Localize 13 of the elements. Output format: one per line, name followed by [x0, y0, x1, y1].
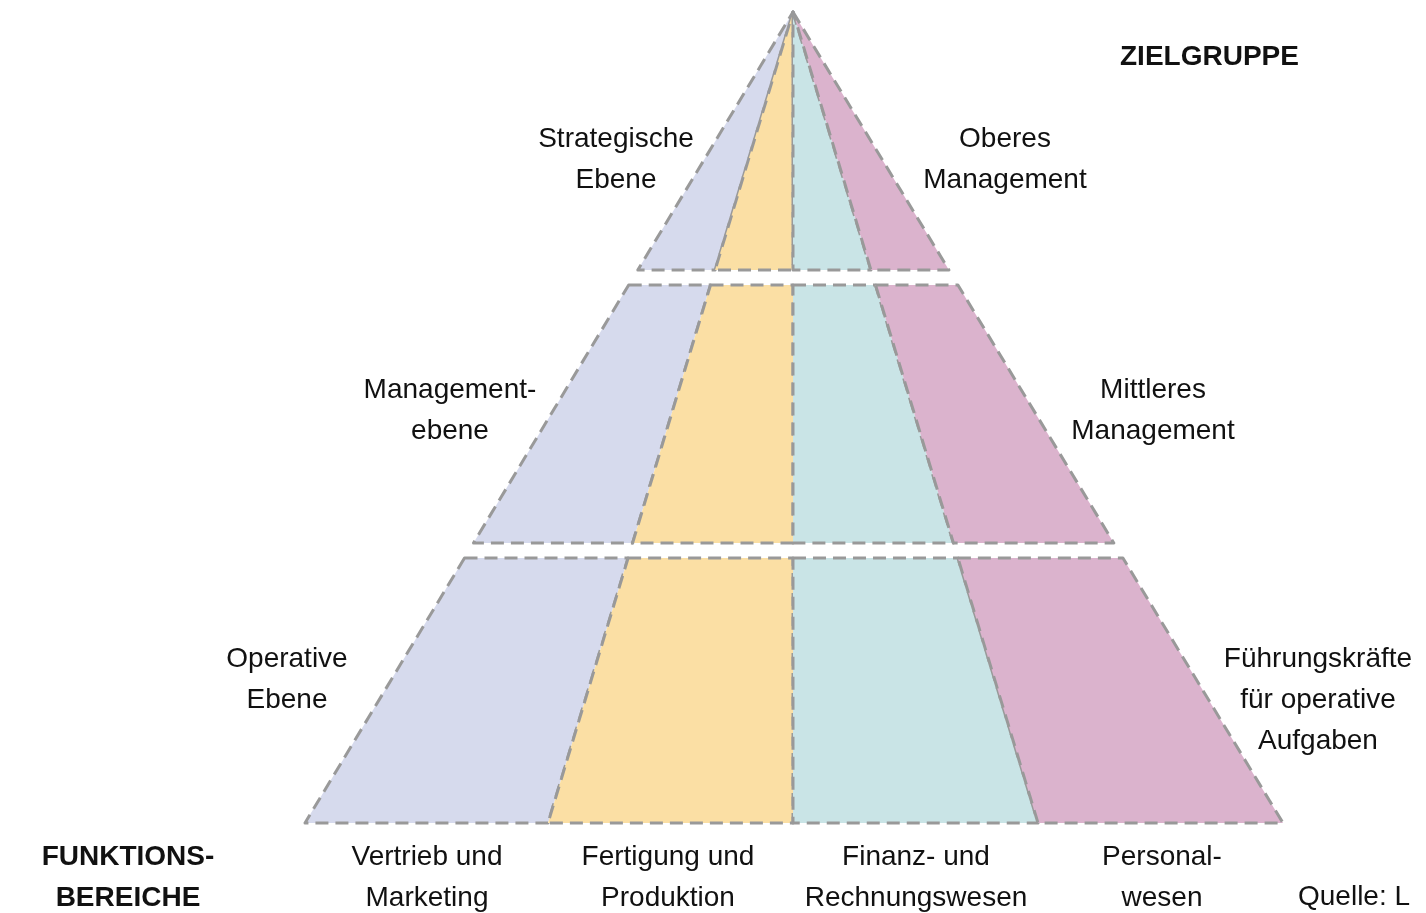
target-group-label: Mittleres Management: [1070, 372, 1236, 447]
function-area-label: Fertigung und Produktion: [580, 839, 756, 913]
target-group-heading: ZIELGRUPPE: [1120, 39, 1299, 73]
target-group-label: Führungskräfte für operative Aufgaben: [1222, 641, 1414, 757]
source-note: Quelle: L: [1298, 879, 1411, 913]
target-group-label: Oberes Management: [922, 121, 1088, 196]
level-label: Operative Ebene: [225, 641, 349, 716]
level-label: Strategische Ebene: [537, 121, 695, 196]
function-area-label: Vertrieb und Marketing: [350, 839, 504, 913]
level-label: Management- ebene: [362, 372, 538, 447]
function-area-label: Finanz- und Rechnungswesen: [803, 839, 1029, 913]
function-area-heading: FUNKTIONS- BEREICHE: [40, 839, 216, 913]
function-area-label: Personal- wesen: [1101, 839, 1223, 913]
